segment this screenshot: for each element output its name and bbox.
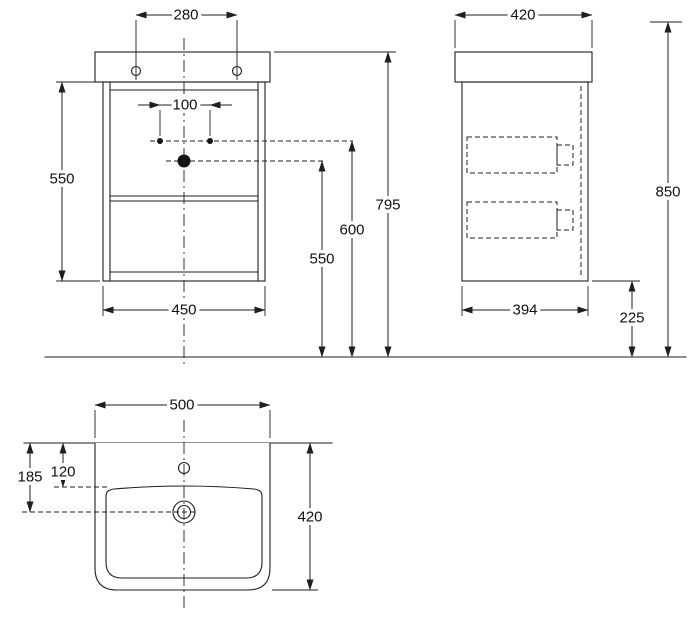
dim-label: 394 xyxy=(512,302,537,319)
dim-label: 120 xyxy=(50,464,75,481)
dim-plan-basin-width: 500 xyxy=(94,393,271,438)
dim-label: 600 xyxy=(339,222,364,239)
side-cabinet-body xyxy=(461,81,589,282)
dim-label: 420 xyxy=(510,7,535,24)
dim-side-overall-height: 850 xyxy=(650,21,684,358)
plan-view: 500 185 120 420 xyxy=(14,393,333,608)
side-drawer-box-lower-hidden xyxy=(466,201,558,239)
dim-label: 100 xyxy=(172,97,197,114)
dim-front-drain-height: 550 xyxy=(306,160,338,358)
side-basin-slab xyxy=(454,51,593,83)
dim-label: 225 xyxy=(619,310,644,327)
dim-front-fixing-spacing: 100 xyxy=(138,93,232,136)
dim-plan-drain-setback: 185 xyxy=(14,442,46,513)
dim-side-floor-clearance: 225 xyxy=(592,280,648,358)
plan-bowl-outline xyxy=(105,485,263,579)
dim-label: 795 xyxy=(375,197,400,214)
dim-label: 850 xyxy=(655,184,680,201)
side-drawer-box-upper-hidden xyxy=(466,136,558,174)
dim-plan-bowl-setback: 120 xyxy=(47,442,79,488)
dim-front-cabinet-width: 450 xyxy=(102,286,266,322)
dim-label: 450 xyxy=(171,302,196,319)
side-drawer-runner-lower-hidden xyxy=(556,209,574,231)
dim-label: 280 xyxy=(173,7,198,24)
dim-label: 420 xyxy=(297,509,322,526)
dim-label: 500 xyxy=(169,397,194,414)
plan-basin-outline xyxy=(94,443,271,591)
dim-plan-basin-depth: 420 xyxy=(272,442,326,591)
side-drawer-runner-upper-hidden xyxy=(556,144,574,166)
side-view: 420 394 225 850 xyxy=(454,3,684,358)
dim-side-overall-depth: 420 xyxy=(454,3,593,48)
dim-side-cabinet-depth: 394 xyxy=(461,286,589,322)
front-view: 280 100 550 450 550 xyxy=(46,3,404,366)
front-basin-slab xyxy=(94,51,271,83)
dim-front-overall-height: 795 xyxy=(274,51,404,358)
dim-label: 550 xyxy=(49,171,74,188)
dim-front-cabinet-height: 550 xyxy=(46,81,100,282)
dim-label: 185 xyxy=(17,469,42,486)
dim-front-tap-spacing: 280 xyxy=(135,3,238,62)
dim-front-fixing-height: 600 xyxy=(336,140,368,358)
dim-label: 550 xyxy=(309,251,334,268)
